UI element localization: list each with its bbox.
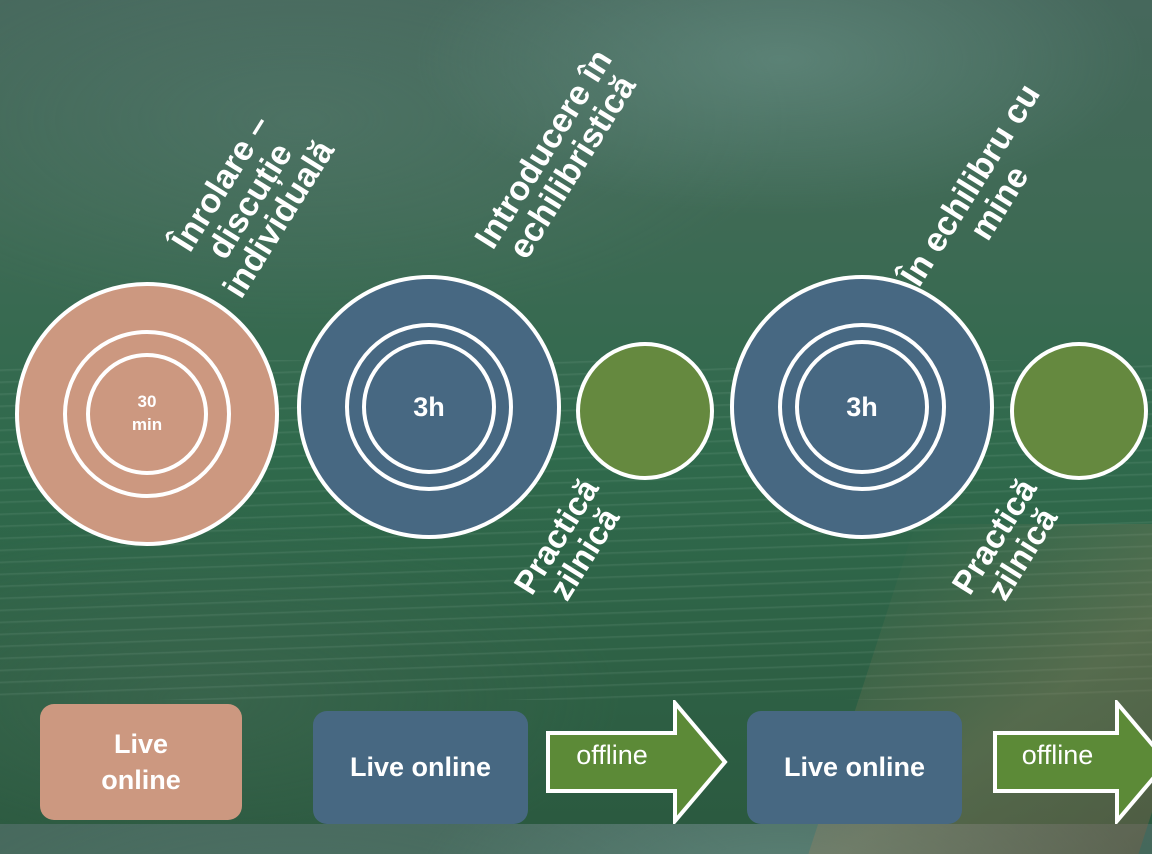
step-2-inner-ring xyxy=(362,340,496,474)
step-1-mode-box: Live online xyxy=(40,704,242,820)
step-4-mode-box: Live online xyxy=(747,711,962,824)
step-4-title: În echilibru cu mine xyxy=(885,61,1086,326)
step-4-inner-ring xyxy=(795,340,929,474)
step-2-mode-box: Live online xyxy=(313,711,528,824)
step-1-duration: 30 min xyxy=(131,392,163,434)
arrow-right-icon xyxy=(993,700,1152,824)
step-5-offline-arrow xyxy=(993,700,1152,824)
step-3-circle xyxy=(576,342,714,480)
step-5-circle xyxy=(1010,342,1148,480)
step-5-mode-label: offline xyxy=(1021,740,1094,770)
step-3-offline-arrow xyxy=(546,700,728,824)
step-3-mode-label: offline xyxy=(576,740,648,770)
step-4-duration: 3h xyxy=(846,391,878,422)
arrow-right-icon xyxy=(546,700,728,824)
step-1-title: Înrolare – discuție individuală xyxy=(143,72,357,330)
step-2-duration: 3h xyxy=(413,391,445,422)
step-2-title: Introducere în echilibristică xyxy=(455,21,661,294)
step-1-inner-ring xyxy=(86,353,208,475)
